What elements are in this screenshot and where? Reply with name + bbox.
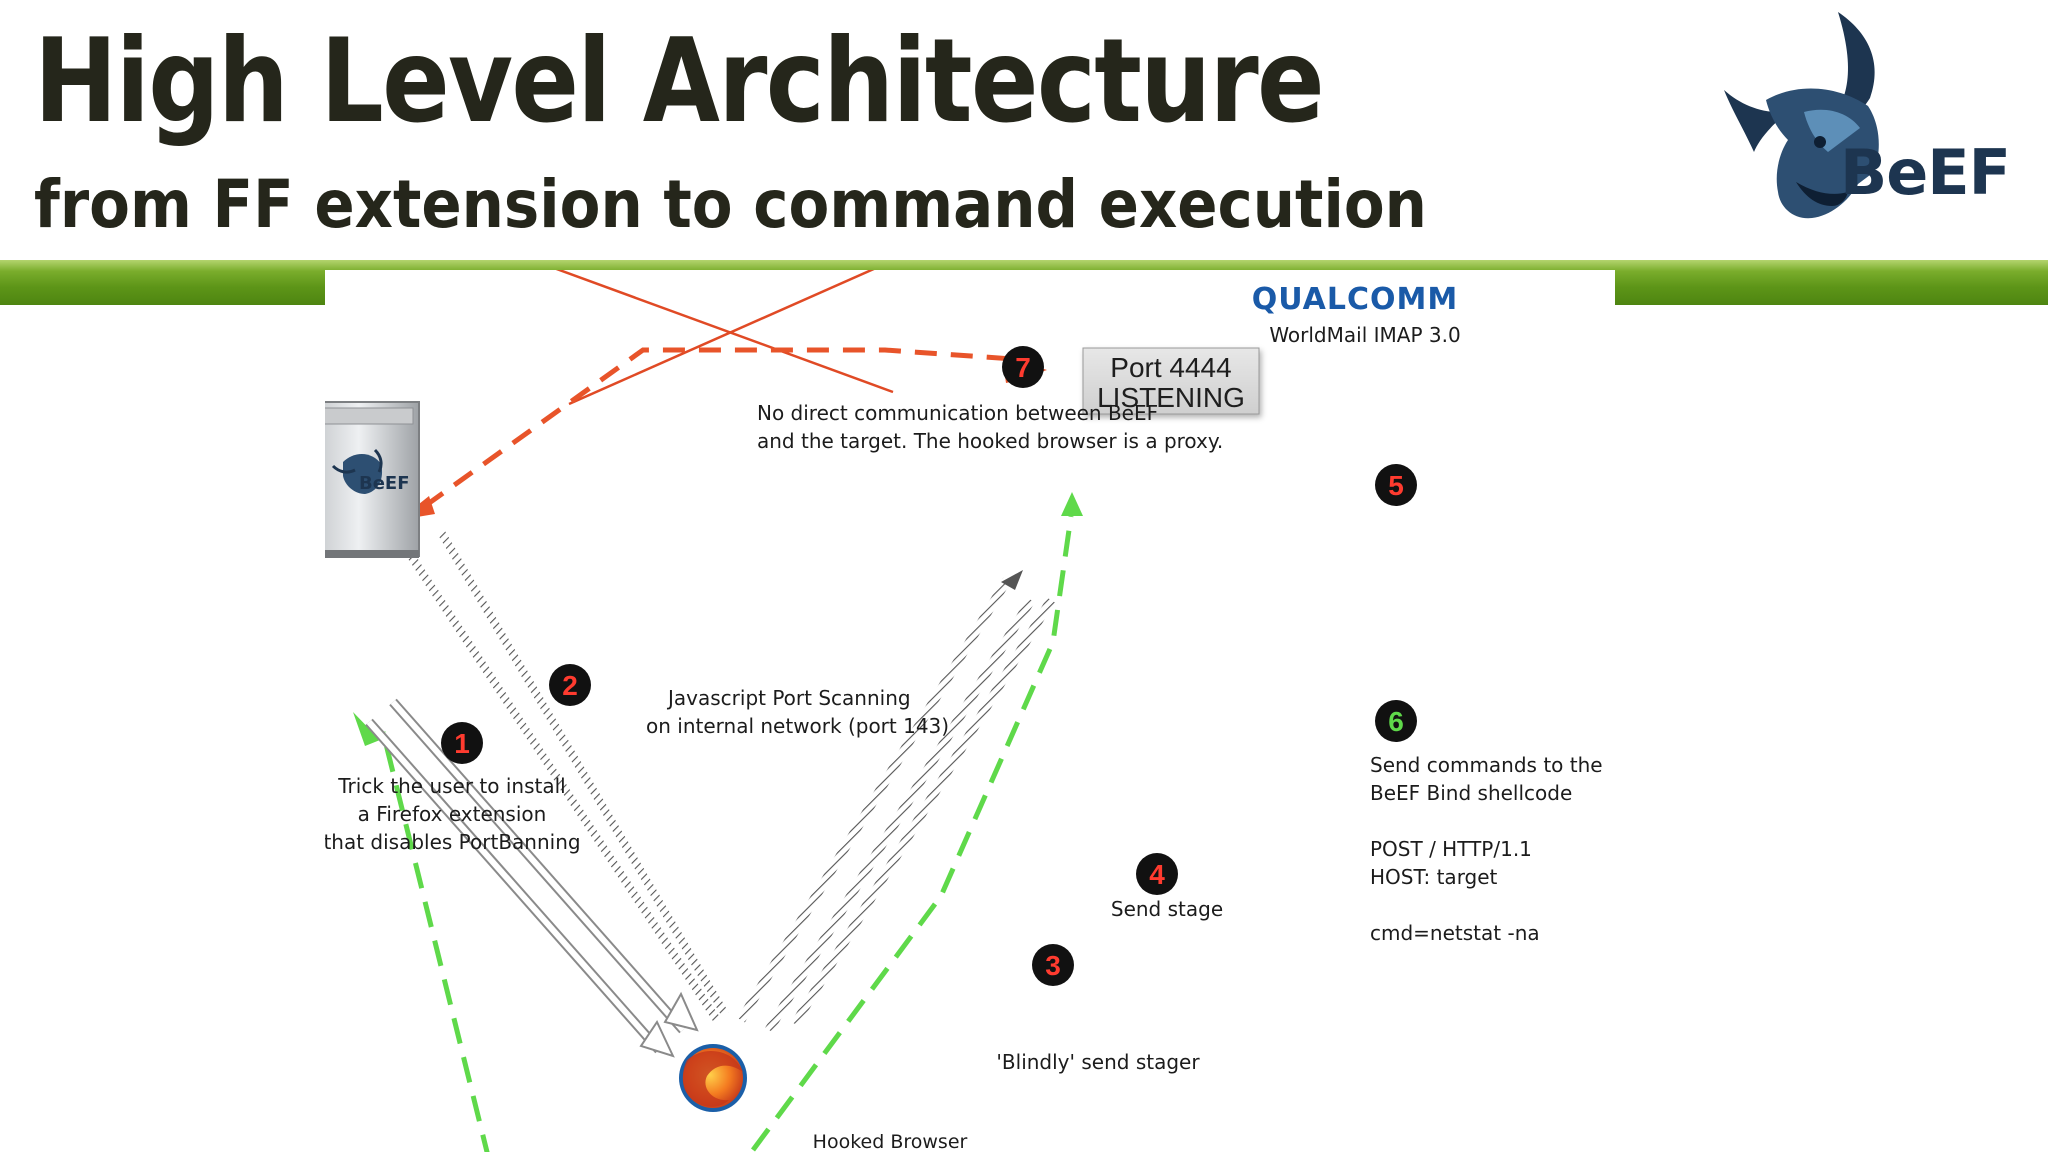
architecture-diagram: BeEF Hooked Browser QUALCOMM WorldMail I… — [325, 270, 1603, 1152]
step-text-1: Trick the user to install a Firefox exte… — [325, 774, 581, 854]
svg-text:HOST: target: HOST: target — [1370, 865, 1498, 889]
step-badge-4: 4 — [1136, 853, 1178, 895]
svg-text:6: 6 — [1388, 706, 1404, 737]
svg-text:that disables PortBanning: that disables PortBanning — [325, 830, 581, 854]
port-box: Port 4444 LISTENING — [1082, 347, 1260, 415]
green-dashed-arrow-6 — [750, 492, 1083, 1152]
firefox-icon — [679, 1044, 747, 1112]
step-badge-5: 5 — [1375, 464, 1417, 506]
port-status: LISTENING — [1097, 382, 1245, 413]
logo-text: BeEF — [1840, 136, 2010, 209]
slide-title: High Level Architecture — [34, 14, 1325, 149]
svg-text:Send commands to the: Send commands to the — [1370, 753, 1603, 777]
qualcomm-logo: QUALCOMM — [1252, 282, 1459, 317]
svg-text:cmd=netstat -na: cmd=netstat -na — [1370, 921, 1540, 945]
step-text-3: 'Blindly' send stager — [996, 1050, 1200, 1074]
svg-text:'Blindly' send stager: 'Blindly' send stager — [996, 1050, 1200, 1074]
step-text-6: Send commands to the BeEF Bind shellcode… — [1370, 753, 1603, 945]
svg-text:Trick the user to install: Trick the user to install — [337, 774, 565, 798]
step-badge-6: 6 — [1375, 700, 1417, 742]
no-direct-communication-cross — [555, 270, 894, 406]
step-badge-1: 1 — [441, 722, 483, 764]
beef-logo: BeEF — [1724, 12, 2011, 219]
step-badge-3: 3 — [1032, 944, 1074, 986]
stager-arrows — [737, 570, 1055, 1033]
step-badge-7: 7 — [1002, 346, 1044, 388]
svg-text:1: 1 — [454, 728, 470, 759]
svg-text:a Firefox extension: a Firefox extension — [358, 802, 547, 826]
beef-bull-logo-icon — [1724, 12, 1879, 219]
step-text-2: Javascript Port Scanning on internal net… — [646, 686, 949, 738]
svg-text:Javascript Port Scanning: Javascript Port Scanning — [666, 686, 911, 710]
svg-text:4: 4 — [1149, 859, 1165, 890]
step-text-7: No direct communication between BeEF and… — [757, 401, 1223, 453]
svg-text:on internal network (port 143): on internal network (port 143) — [646, 714, 949, 738]
step-badge-2: 2 — [549, 664, 591, 706]
green-dashed-arrow-1 — [353, 712, 490, 1152]
svg-text:5: 5 — [1388, 470, 1404, 501]
svg-text:No direct communication betwee: No direct communication between BeEF — [757, 401, 1158, 425]
svg-text:3: 3 — [1045, 950, 1061, 981]
svg-text:7: 7 — [1015, 352, 1031, 383]
server-label: BeEF — [359, 473, 410, 494]
step-text-4: Send stage — [1111, 897, 1223, 921]
svg-text:Send stage: Send stage — [1111, 897, 1223, 921]
browser-label: Hooked Browser — [813, 1131, 968, 1152]
diagram-canvas: BeEF Hooked Browser QUALCOMM WorldMail I… — [325, 270, 1615, 1152]
port-number: Port 4444 — [1110, 352, 1231, 383]
svg-text:and the target. The hooked bro: and the target. The hooked browser is a … — [757, 429, 1223, 453]
svg-text:2: 2 — [562, 670, 578, 701]
beef-server-icon: BeEF — [325, 401, 420, 558]
qualcomm-brand: QUALCOMM — [1252, 282, 1459, 317]
port-scan-arrows — [365, 529, 729, 1058]
svg-text:POST / HTTP/1.1: POST / HTTP/1.1 — [1370, 837, 1532, 861]
slide-subtitle: from FF extension to command execution — [34, 166, 1427, 243]
svg-text:BeEF Bind shellcode: BeEF Bind shellcode — [1370, 781, 1572, 805]
target-product: WorldMail IMAP 3.0 — [1269, 323, 1460, 347]
